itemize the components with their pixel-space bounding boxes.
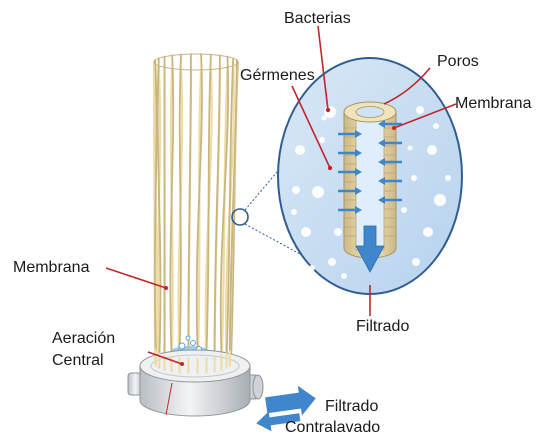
particle xyxy=(319,137,325,143)
particle xyxy=(291,209,297,215)
label-membrana-zoom: Membrana xyxy=(455,95,532,112)
membrane-fiber xyxy=(206,55,210,353)
zoom-membrane-detail xyxy=(278,58,462,294)
particle xyxy=(322,116,327,121)
particle xyxy=(423,227,433,237)
membrane-fiber xyxy=(180,55,182,353)
label-contralavado: Contralavado xyxy=(285,419,380,436)
particle xyxy=(341,273,347,279)
label-bacterias: Bacterias xyxy=(284,10,351,27)
bundle-top-rim xyxy=(154,54,238,70)
particle xyxy=(427,145,437,155)
particle xyxy=(295,145,305,155)
particle xyxy=(412,258,420,266)
particle xyxy=(324,106,336,118)
particle xyxy=(416,106,424,114)
particle xyxy=(309,265,315,271)
membrane-fiber xyxy=(215,55,220,353)
particle xyxy=(334,228,342,236)
label-filtrado-out: Filtrado xyxy=(325,398,378,415)
particle xyxy=(312,186,324,198)
label-filtrado-center: Filtrado xyxy=(356,318,409,335)
base-housing xyxy=(128,350,263,416)
particle xyxy=(401,207,407,213)
particle xyxy=(292,186,300,194)
particle xyxy=(445,175,451,181)
membrane-fiber-bundle xyxy=(154,54,238,372)
particle xyxy=(301,227,311,237)
particle xyxy=(433,123,439,129)
label-membrana-main: Membrana xyxy=(13,259,90,276)
label-central: Central xyxy=(52,352,104,369)
particle xyxy=(434,194,446,206)
label-poros: Poros xyxy=(437,53,479,70)
particle xyxy=(408,146,413,151)
particle xyxy=(411,175,417,181)
particle xyxy=(328,258,336,266)
label-aeracion: Aeración xyxy=(52,330,115,347)
label-germenes: Gérmenes xyxy=(240,67,315,84)
